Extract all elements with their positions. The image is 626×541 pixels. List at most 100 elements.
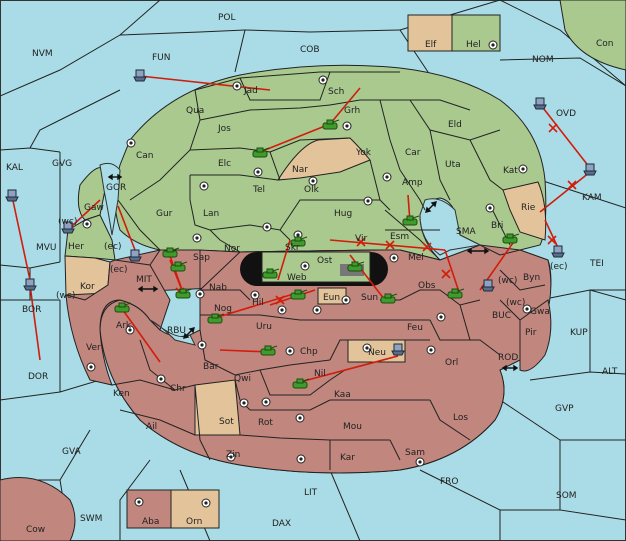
sea-label-rod[interactable]: ROD xyxy=(498,353,518,363)
fleet-icon[interactable] xyxy=(128,249,142,262)
land-label-mou[interactable]: Mou xyxy=(343,422,362,432)
land-label-feu[interactable]: Feu xyxy=(407,323,423,333)
land-label-uta[interactable]: Uta xyxy=(445,160,461,170)
sea-label-nom[interactable]: NOM xyxy=(532,55,554,65)
army-icon[interactable] xyxy=(260,345,278,356)
army-icon[interactable] xyxy=(170,261,188,272)
army-icon[interactable] xyxy=(402,215,420,226)
fleet-icon[interactable] xyxy=(5,189,19,202)
land-label-vir[interactable]: Vir xyxy=(355,234,367,244)
coast-label-her-wc[interactable]: (wc) xyxy=(58,217,77,227)
land-label-jad[interactable]: Jad xyxy=(243,86,258,96)
land-label-chp[interactable]: Chp xyxy=(300,347,318,357)
army-icon[interactable] xyxy=(207,313,225,324)
army-icon[interactable] xyxy=(292,378,310,389)
land-label-sap[interactable]: Sap xyxy=(193,253,210,263)
land-label-car[interactable]: Car xyxy=(405,148,421,158)
region-pir[interactable] xyxy=(519,299,552,372)
land-label-kat[interactable]: Kat xyxy=(503,166,518,176)
sea-label-gor[interactable]: GOR xyxy=(106,183,126,193)
land-label-sot[interactable]: Sot xyxy=(219,417,234,427)
land-label-sun[interactable]: Sun xyxy=(361,293,378,303)
sea-label-alt[interactable]: ALT xyxy=(602,367,618,377)
land-label-mel[interactable]: Mel xyxy=(408,253,424,263)
army-icon[interactable] xyxy=(114,302,132,313)
fleet-icon[interactable] xyxy=(391,343,405,356)
fleet-icon[interactable] xyxy=(583,163,597,176)
sea-label-gva[interactable]: GVA xyxy=(62,447,82,457)
land-label-ver[interactable]: Ver xyxy=(86,343,101,353)
army-icon[interactable] xyxy=(290,236,308,247)
land-label-hug[interactable]: Hug xyxy=(334,209,352,219)
sea-label-kal[interactable]: KAL xyxy=(6,163,23,173)
coast-label-her-ec[interactable]: (ec) xyxy=(104,242,122,252)
sea-label-kam[interactable]: KAM xyxy=(582,193,602,203)
land-label-kor[interactable]: Kor xyxy=(80,282,95,292)
land-label-web[interactable]: Web xyxy=(287,273,307,283)
land-label-pir[interactable]: Pir xyxy=(525,328,537,338)
land-label-nor[interactable]: Nor xyxy=(224,244,240,254)
sea-label-som[interactable]: SOM xyxy=(556,491,577,501)
army-icon[interactable] xyxy=(162,247,180,258)
land-label-gur[interactable]: Gur xyxy=(156,209,173,219)
land-label-nar[interactable]: Nar xyxy=(292,165,308,175)
land-label-yok[interactable]: Yok xyxy=(355,148,372,158)
army-icon[interactable] xyxy=(347,261,365,272)
land-label-bri[interactable]: Bri xyxy=(491,221,503,231)
sea-label-gvp[interactable]: GVP xyxy=(555,404,574,414)
fleet-icon[interactable] xyxy=(133,69,147,82)
land-label-olk[interactable]: Olk xyxy=(304,185,320,195)
sea-label-pol[interactable]: POL xyxy=(218,13,236,23)
land-label-ail[interactable]: Ail xyxy=(146,422,157,432)
land-label-eun[interactable]: Eun xyxy=(323,293,340,303)
land-label-orl[interactable]: Orl xyxy=(445,358,458,368)
land-label-nab[interactable]: Nab xyxy=(209,283,227,293)
land-label-zin[interactable]: Zin xyxy=(226,450,240,460)
coast-label-kor-wc[interactable]: (wc) xyxy=(56,291,75,301)
coast-label-kor-ec[interactable]: (ec) xyxy=(110,265,128,275)
land-label-jos[interactable]: Jos xyxy=(217,124,231,134)
region-gaw[interactable] xyxy=(77,167,106,221)
land-label-esm[interactable]: Esm xyxy=(390,232,409,242)
land-label-elc[interactable]: Elc xyxy=(218,159,231,169)
army-icon[interactable] xyxy=(502,233,520,244)
sea-label-bor[interactable]: BOR xyxy=(22,305,41,315)
sea-label-dor[interactable]: DOR xyxy=(28,372,48,382)
land-label-uru[interactable]: Uru xyxy=(256,322,272,332)
sea-label-lit[interactable]: LIT xyxy=(304,488,318,498)
land-label-skr[interactable]: Skr xyxy=(285,243,300,253)
land-label-tel[interactable]: Tel xyxy=(252,185,265,195)
land-label-eld[interactable]: Eld xyxy=(448,120,462,130)
land-label-chr[interactable]: Chr xyxy=(170,384,186,394)
fleet-icon[interactable] xyxy=(481,279,495,292)
army-icon[interactable] xyxy=(290,289,308,300)
land-label-nog[interactable]: Nog xyxy=(214,304,232,314)
land-label-amp[interactable]: Amp xyxy=(402,178,423,188)
sea-label-buc[interactable]: BUC xyxy=(492,311,511,321)
coast-label-gwa-wc[interactable]: (wc) xyxy=(506,298,525,308)
sea-label-con[interactable]: Con xyxy=(596,39,614,49)
army-icon[interactable] xyxy=(447,288,465,299)
land-label-qwi[interactable]: Qwi xyxy=(234,374,251,384)
sea-label-rbu[interactable]: RBU xyxy=(167,326,186,336)
sea-label-gvg[interactable]: GVG xyxy=(52,159,72,169)
sea-label-cob[interactable]: COB xyxy=(300,45,320,55)
land-label-ken[interactable]: Ken xyxy=(113,389,130,399)
land-label-lan[interactable]: Lan xyxy=(203,209,219,219)
fleet-icon[interactable] xyxy=(551,245,565,258)
region-sea-sma[interactable] xyxy=(419,198,482,256)
region-cow[interactable] xyxy=(0,477,76,541)
land-label-rot[interactable]: Rot xyxy=(258,418,273,428)
land-label-bar[interactable]: Bar xyxy=(203,362,219,372)
sea-label-kup[interactable]: KUP xyxy=(570,328,588,338)
land-label-ost[interactable]: Ost xyxy=(317,256,333,266)
region-rie[interactable] xyxy=(502,181,547,241)
fleet-icon[interactable] xyxy=(61,221,75,234)
coast-label-byn-wc[interactable]: (wc) xyxy=(498,276,517,286)
sea-label-mvu[interactable]: MVU xyxy=(36,243,57,253)
sea-label-nvm[interactable]: NVM xyxy=(32,49,53,59)
land-label-byn[interactable]: Byn xyxy=(523,273,540,283)
land-label-rie[interactable]: Rie xyxy=(521,203,536,213)
sea-label-fun[interactable]: FUN xyxy=(152,53,171,63)
land-label-hil[interactable]: Hil xyxy=(252,298,264,308)
